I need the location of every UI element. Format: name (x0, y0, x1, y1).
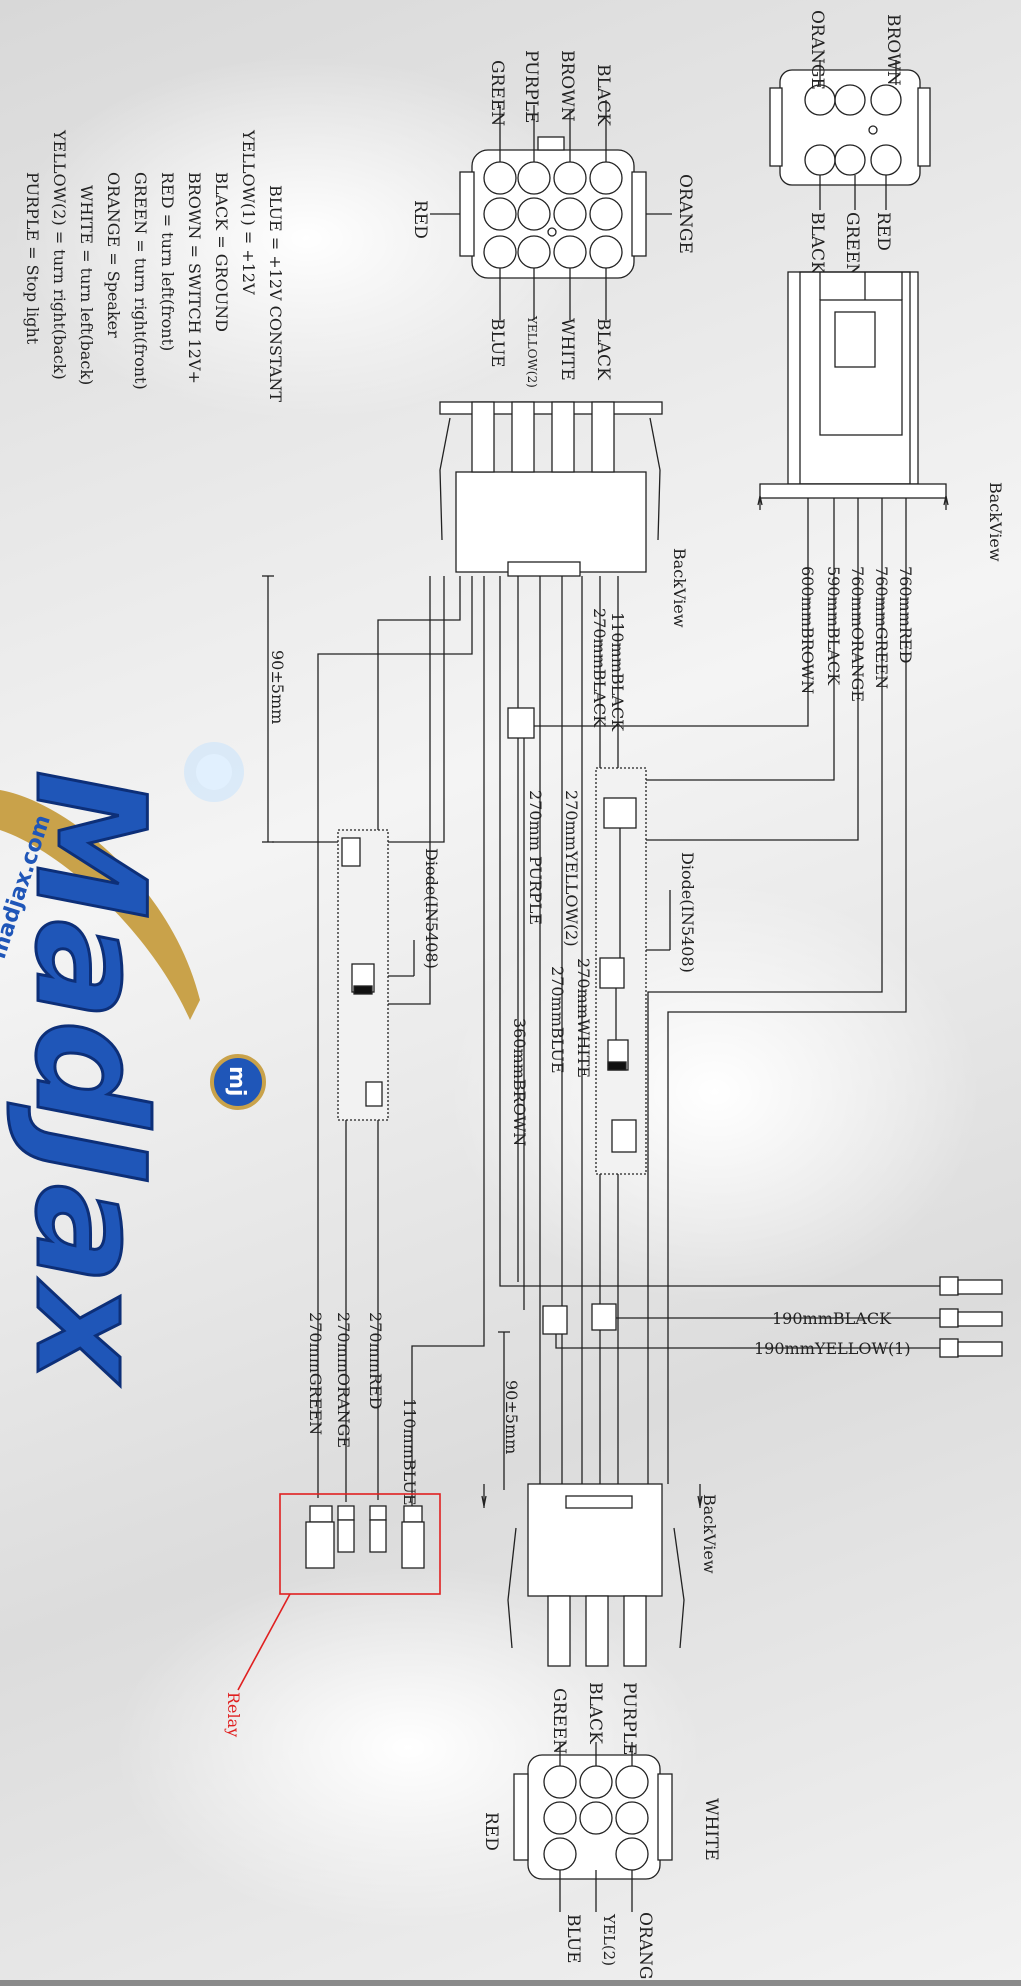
wire-label: 760mmRED (896, 566, 915, 663)
pin-label: BLACK (585, 1682, 605, 1744)
legend-line: BROWN = SWITCH 12V+ (185, 172, 204, 384)
pin-label: WHITE (557, 318, 577, 381)
wire-label: 270mmGREEN (306, 1312, 325, 1435)
pin-label: RED (481, 1812, 501, 1851)
pin-label: GREEN (549, 1688, 569, 1754)
legend-line: YELLOW(1) = +12V (239, 129, 258, 295)
pin-label: ORANGE (675, 174, 695, 254)
diode-label: Diode(IN5408) (422, 848, 441, 969)
legend-line: WHITE = turn left(back) (77, 185, 96, 385)
back-view-label: BackView (700, 1494, 719, 1574)
pin-label: BROWN (557, 50, 577, 122)
wire-label: 110mmBLACK (608, 612, 627, 732)
logo-wordmark: MadJax (2, 770, 176, 1386)
legend-line: ORANGE = Speaker (104, 172, 123, 338)
connector-6pin: BROWN ORANGE BLACK GREEN RED BackView (757, 10, 1005, 562)
legend-line: GREEN = turn right(front) (131, 172, 150, 390)
pin-label: GREEN (842, 212, 862, 278)
dimension-label: 90±5mm (502, 1380, 521, 1454)
wire-label: 270mm PURPLE (526, 790, 545, 925)
wire-label: 270mmORANGE (334, 1312, 353, 1448)
pin-label: BROWN (883, 14, 903, 86)
diode-label: Diode(IN5408) (678, 852, 697, 973)
legend-line: RED = turn left(front) (158, 172, 177, 351)
bottom-edge (0, 1980, 1021, 1986)
wire-label: 270mmRED (366, 1312, 385, 1409)
pin-label: BLACK (593, 318, 613, 380)
terminal-label: 190mmBLACK (772, 1309, 892, 1328)
relay-label: Relay (224, 1692, 243, 1737)
pin-label: RED (410, 200, 430, 239)
wire-label: 600mmBROWN (798, 566, 817, 694)
dimension-marker (262, 575, 510, 1490)
back-view-label: BackView (670, 548, 689, 628)
wire-label: 110mmBLUE (400, 1398, 419, 1506)
wire-label: 270mmWHITE (574, 958, 593, 1078)
wire-label: 270mmBLUE (548, 966, 567, 1074)
legend: BLUE = +12V CONSTANT YELLOW(1) = +12V BL… (23, 129, 285, 402)
back-view-label: BackView (986, 482, 1005, 562)
wire-bundle (272, 498, 956, 1506)
pin-label: ORANGE (807, 10, 827, 90)
legend-line: PURPLE = Stop light (23, 172, 42, 345)
logo-badge: mj (224, 1066, 249, 1096)
diode-pack (337, 829, 415, 1121)
pin-label: PURPLE (521, 50, 541, 123)
wire-label: 760mmGREEN (872, 566, 891, 689)
wire-label: 760mmORANGE (848, 566, 867, 702)
legend-line: BLACK = GROUND (212, 172, 231, 332)
wire-label: 270mmBLACK (590, 608, 609, 728)
pin-label: PURPLE (619, 1682, 639, 1755)
connector-8pin: PURPLE BLACK GREEN WHITE RED ORANGE YEL(… (481, 1483, 721, 1986)
madjax-logo: MadJax mj madjax.com (0, 742, 266, 1387)
pin-label: YELLOW(2) (525, 315, 539, 388)
spade-terminals (939, 1276, 1003, 1358)
pin-label: RED (873, 212, 893, 251)
pin-label: BLACK (593, 64, 613, 126)
dimension-label: 90±5mm (268, 650, 287, 724)
legend-line: YELLOW(2) = turn right(back) (50, 129, 69, 380)
relay-terminals (237, 1493, 441, 1691)
pin-label: WHITE (701, 1798, 721, 1861)
wire-label: 270mmYELLOW(2) (562, 790, 581, 947)
pin-label: BLUE (563, 1914, 583, 1964)
terminal-label: 190mmYELLOW(1) (754, 1339, 911, 1358)
pin-label: YEL(2) (600, 1913, 618, 1966)
pin-label: BLUE (487, 318, 507, 368)
pin-label: GREEN (487, 60, 507, 126)
pin-label: BLACK (807, 212, 827, 274)
pin-label: ORANGE (635, 1912, 655, 1986)
connector-12pin: BLACK BROWN PURPLE GREEN ORANGE RED BLAC… (410, 50, 695, 628)
diode-pack (595, 767, 671, 1175)
wire-label: 590mmBLACK (824, 566, 843, 686)
legend-line: BLUE = +12V CONSTANT (266, 185, 285, 402)
wire-label: 360mmBROWN (510, 1018, 529, 1146)
